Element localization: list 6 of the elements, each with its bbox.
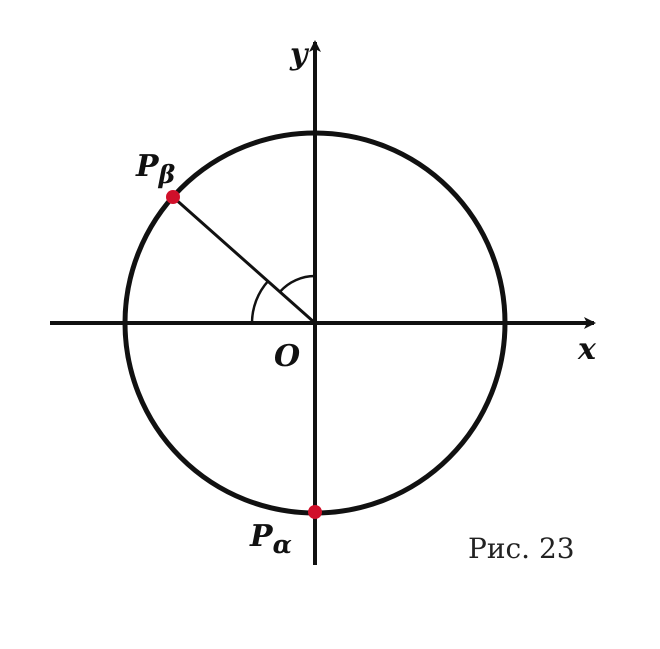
axis-label: y (290, 40, 308, 70)
point-label: P$_{α}$ (250, 522, 292, 557)
figure-caption: Рис. 23 (468, 535, 575, 563)
axis-label: x (578, 335, 596, 365)
point-label: P$_{β}$ (136, 152, 176, 187)
origin-label: O (274, 342, 300, 372)
